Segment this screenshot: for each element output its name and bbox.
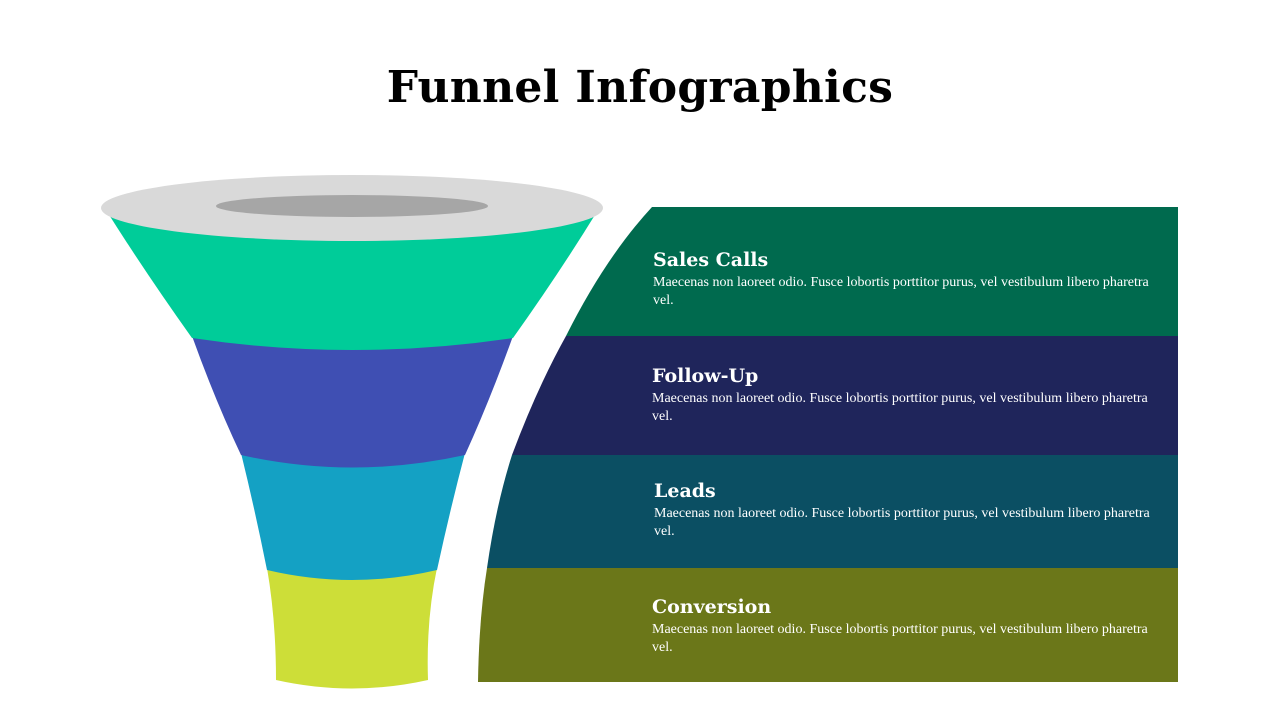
- stage-title: Conversion: [652, 596, 772, 618]
- stage-description: Maecenas non laoreet odio. Fusce loborti…: [654, 506, 1150, 539]
- stage-panel-follow-up: [512, 336, 1178, 455]
- funnel-segment-sales-calls: [106, 210, 598, 350]
- stage-panel-leads: [487, 455, 1178, 568]
- stage-panel-sales-calls: [566, 207, 1178, 336]
- stage-text-leads: Leads Maecenas non laoreet odio. Fusce l…: [654, 479, 1169, 541]
- stage-description: Maecenas non laoreet odio. Fusce loborti…: [652, 391, 1148, 424]
- page-title: Funnel Infographics: [386, 62, 894, 113]
- stage-text-follow-up: Follow-Up Maecenas non laoreet odio. Fus…: [652, 364, 1167, 426]
- funnel-segment-conversion: [267, 568, 437, 689]
- funnel-segment-leads: [241, 453, 465, 580]
- stage-text-conversion: Conversion Maecenas non laoreet odio. Fu…: [652, 595, 1167, 657]
- stage-description: Maecenas non laoreet odio. Fusce loborti…: [653, 275, 1149, 308]
- stage-title: Sales Calls: [653, 249, 769, 271]
- stage-title: Leads: [654, 480, 716, 502]
- stage-description: Maecenas non laoreet odio. Fusce loborti…: [652, 622, 1148, 655]
- stage-panel-conversion: [478, 568, 1178, 682]
- stage-text-sales-calls: Sales Calls Maecenas non laoreet odio. F…: [653, 248, 1168, 310]
- funnel-opening: [216, 195, 488, 217]
- funnel-segment-follow-up: [192, 336, 513, 468]
- stage-title: Follow-Up: [652, 365, 759, 387]
